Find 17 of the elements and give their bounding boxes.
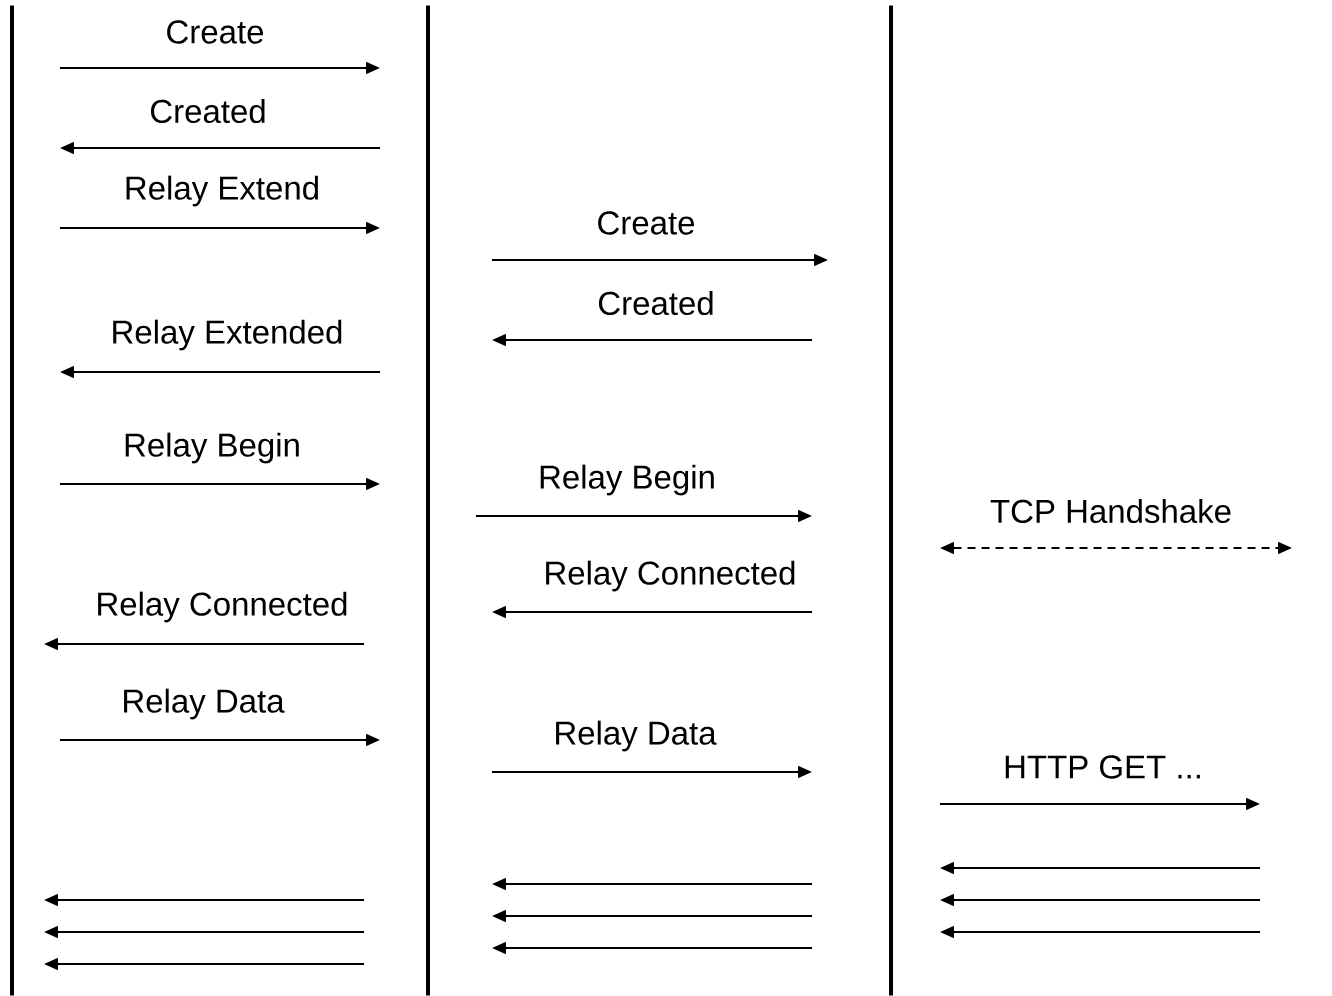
edge-label: Created [598, 290, 713, 316]
edge-label: Relay Data [124, 688, 285, 720]
edge-label: TCP Handshake [990, 498, 1231, 524]
edge-label: Created [150, 98, 265, 124]
lifeline [426, 5, 430, 996]
edge-label: Relay Data [556, 720, 717, 752]
edge-label: Relay Extend [126, 175, 318, 207]
edge-label: Relay Extended [113, 319, 342, 351]
edge-label: Relay Connected [546, 560, 795, 592]
edge-label: Create [167, 20, 264, 44]
edge-label: Relay Connected [98, 591, 347, 623]
edge-label: Relay Begin [125, 432, 299, 464]
lifeline [10, 5, 14, 996]
edge-label: Create [598, 211, 695, 235]
edge-label: HTTP GET ... [1005, 755, 1200, 779]
lifeline [889, 5, 893, 996]
edge-label: Relay Begin [540, 464, 714, 496]
